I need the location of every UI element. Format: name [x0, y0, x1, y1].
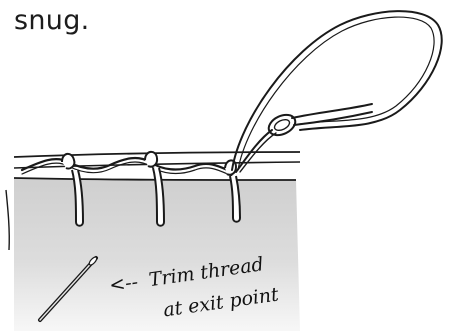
- thread-large-loop: [232, 11, 442, 170]
- fabric-left-edge: [6, 190, 9, 250]
- thread-tail-1: [292, 104, 372, 118]
